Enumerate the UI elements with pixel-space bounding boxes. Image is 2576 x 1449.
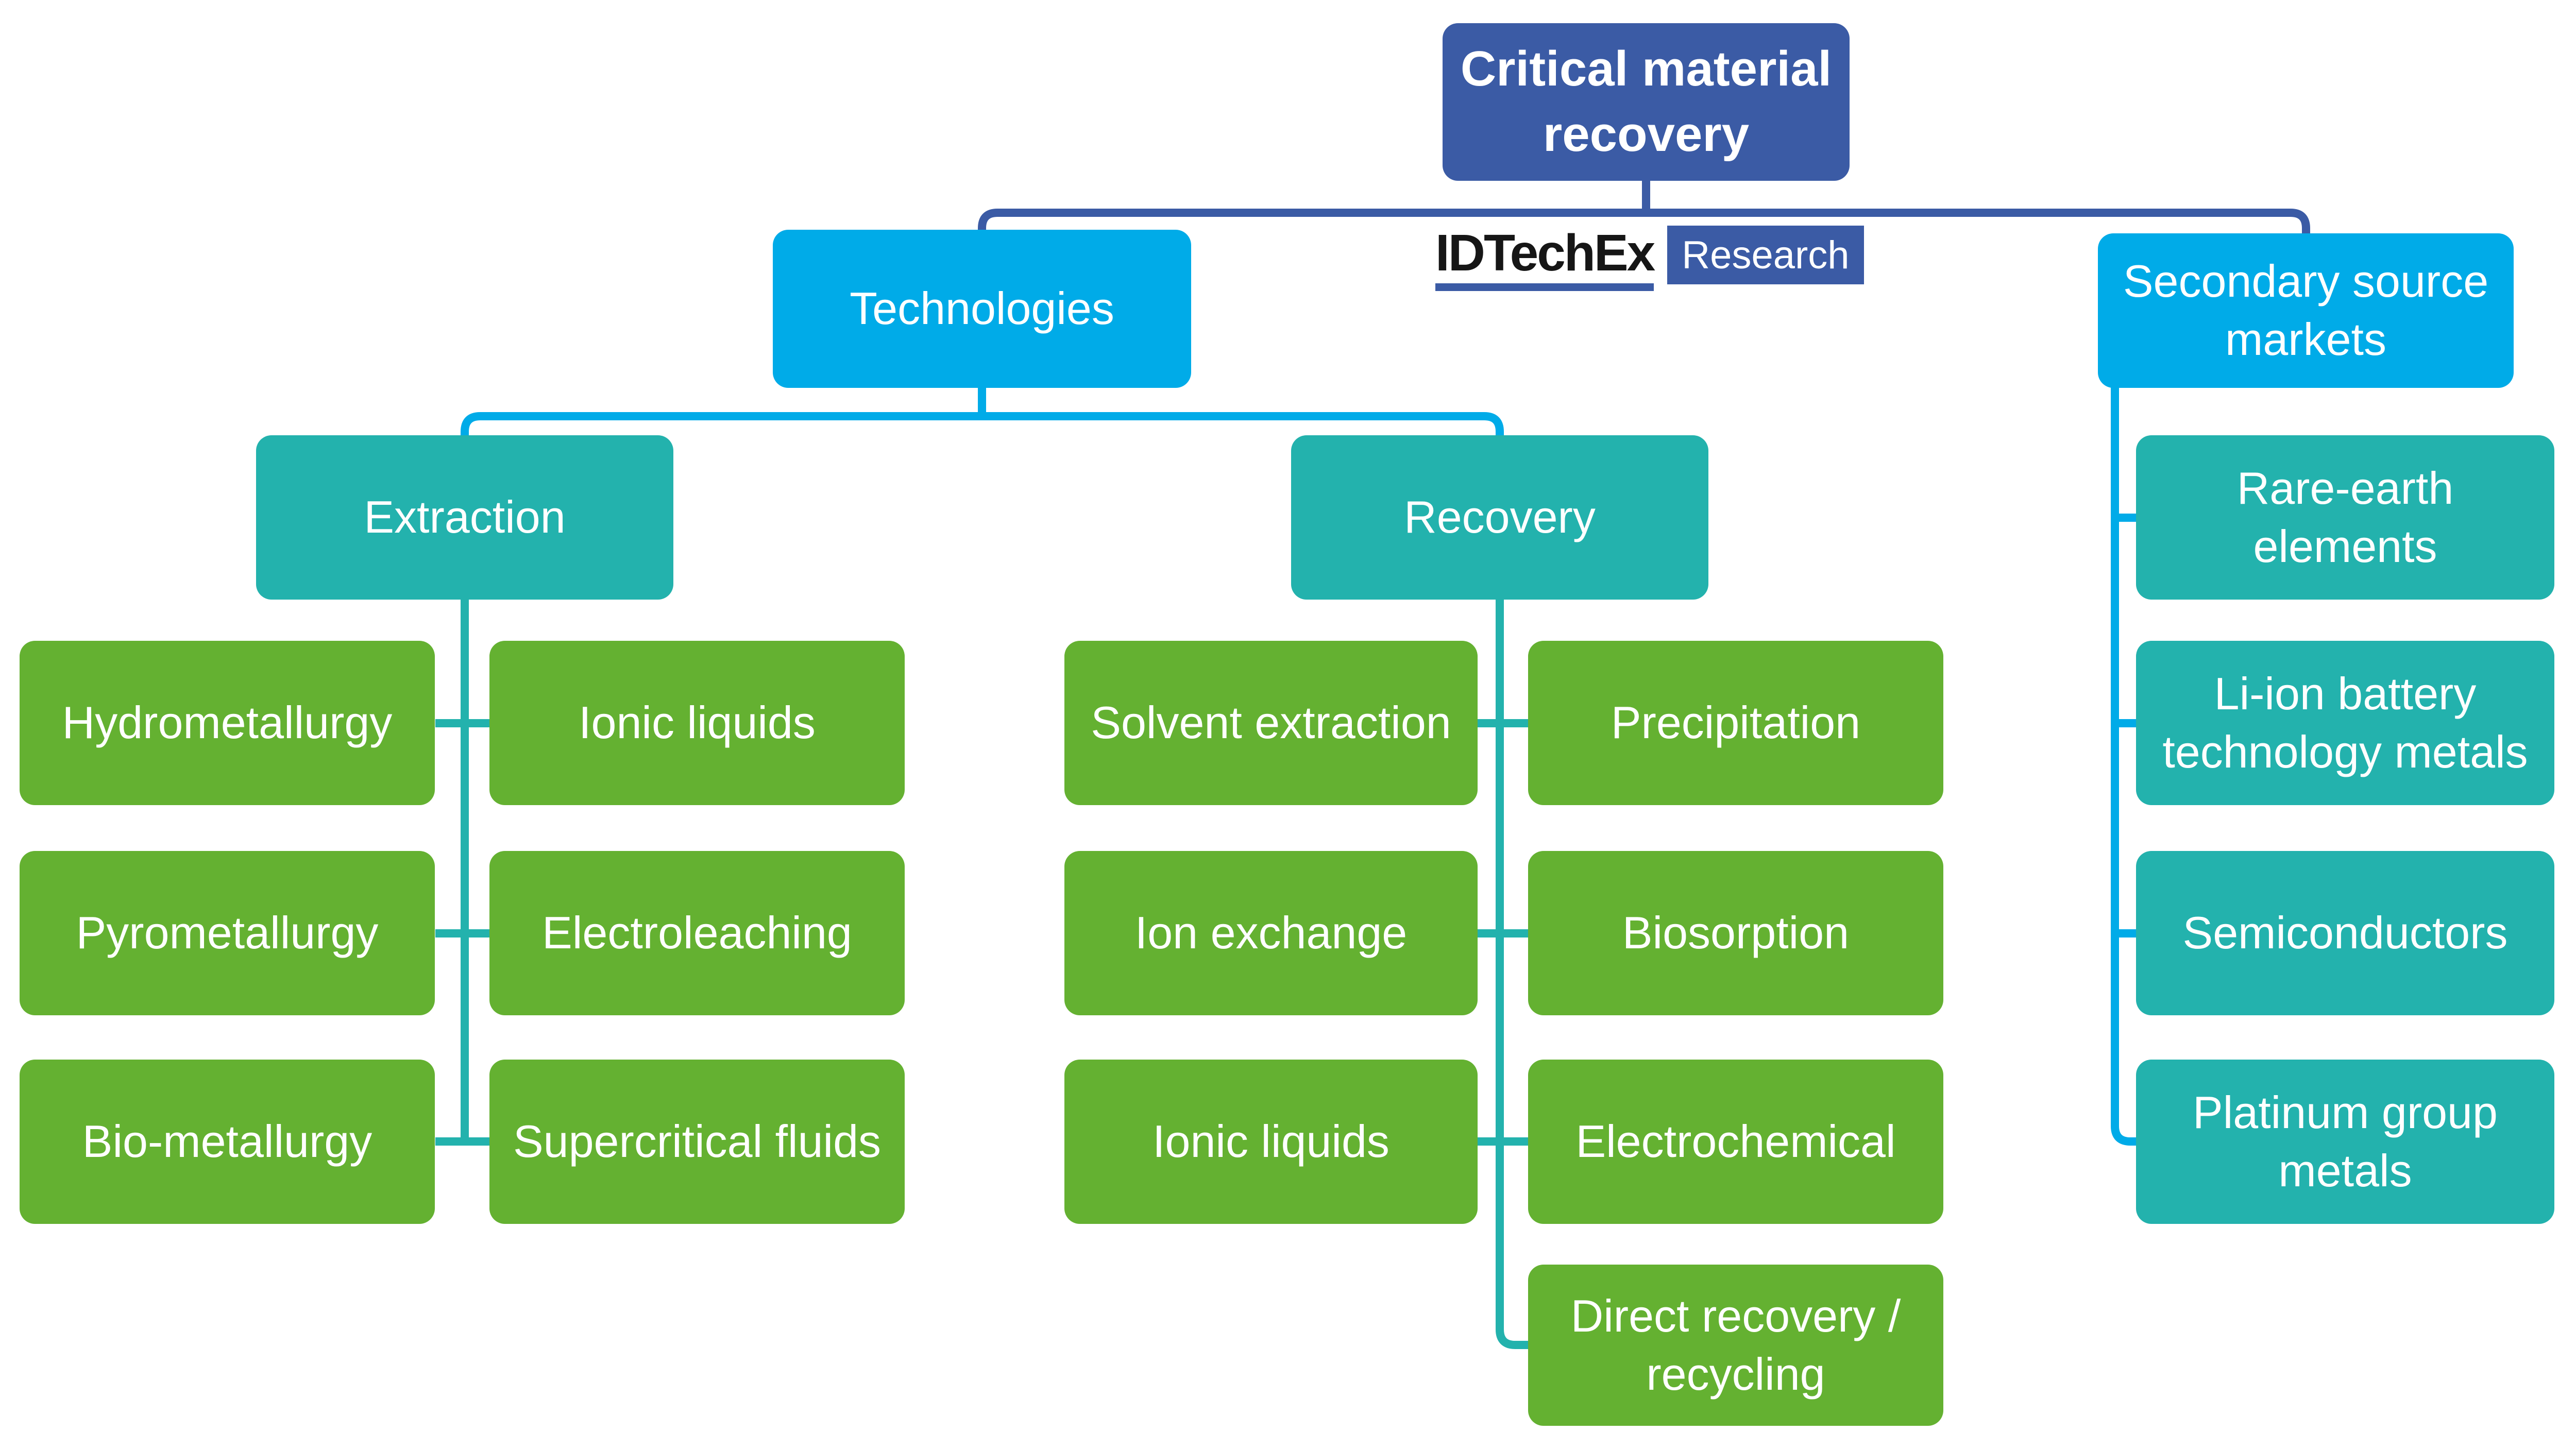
node-secondary-source-markets: Secondary source markets (2098, 233, 2514, 388)
node-supercritical-fluids: Supercritical fluids (489, 1060, 905, 1224)
node-direct-recovery-recycling: Direct recovery / recycling (1528, 1265, 1943, 1426)
research-badge: Research (1667, 226, 1864, 284)
node-biosorption: Biosorption (1528, 851, 1943, 1015)
node-critical-material-recovery: Critical material recovery (1443, 23, 1850, 181)
node-ion-exchange: Ion exchange (1064, 851, 1478, 1015)
node-precipitation: Precipitation (1528, 641, 1943, 805)
idtechex-wordmark: IDTechEx (1435, 224, 1655, 282)
node-ionic-liquids-extraction: Ionic liquids (489, 641, 905, 805)
node-hydrometallurgy: Hydrometallurgy (20, 641, 435, 805)
node-extraction: Extraction (256, 435, 673, 600)
idtechex-underline (1435, 283, 1654, 291)
node-li-ion-battery-technology-metals: Li-ion battery technology metals (2136, 641, 2554, 805)
node-electrochemical: Electrochemical (1528, 1060, 1943, 1224)
idtechex-wordmark-block: IDTechEx (1435, 224, 1655, 291)
node-bio-metallurgy: Bio-metallurgy (20, 1060, 435, 1224)
node-electroleaching: Electroleaching (489, 851, 905, 1015)
node-rare-earth-elements: Rare-earth elements (2136, 435, 2554, 600)
node-ionic-liquids-recovery: Ionic liquids (1064, 1060, 1478, 1224)
node-solvent-extraction: Solvent extraction (1064, 641, 1478, 805)
node-technologies: Technologies (773, 230, 1191, 388)
node-recovery: Recovery (1291, 435, 1708, 600)
node-platinum-group-metals: Platinum group metals (2136, 1060, 2554, 1224)
node-pyrometallurgy: Pyrometallurgy (20, 851, 435, 1015)
node-semiconductors: Semiconductors (2136, 851, 2554, 1015)
idtechex-logo: IDTechEx Research (1435, 226, 1864, 291)
